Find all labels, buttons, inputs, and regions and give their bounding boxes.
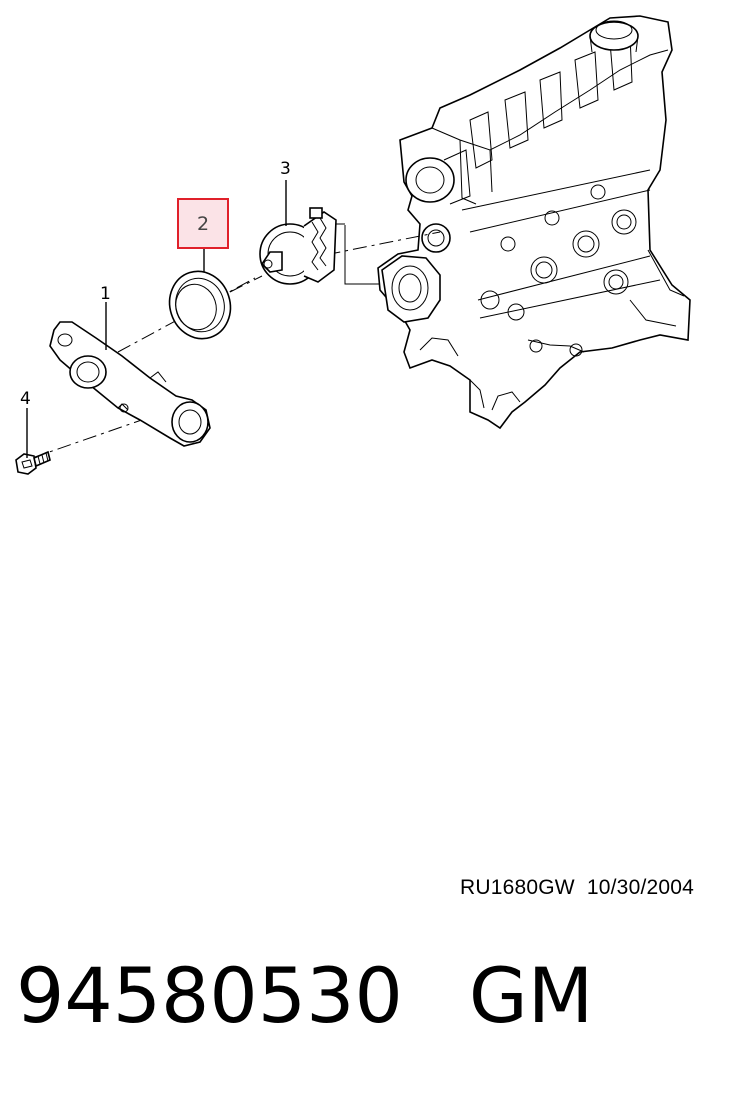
part-1-outlet-pipe[interactable] bbox=[49, 321, 211, 447]
brand-name: GM bbox=[468, 951, 594, 1040]
part-3-thermostat[interactable] bbox=[259, 207, 337, 285]
exploded-parts-diagram: 1 2 3 4 bbox=[15, 15, 691, 475]
callout-4[interactable]: 4 bbox=[20, 389, 31, 409]
part-2-seal-ring[interactable] bbox=[161, 263, 239, 346]
callout-1[interactable]: 1 bbox=[100, 284, 111, 304]
engine-block-illustration bbox=[377, 15, 691, 430]
callout-2[interactable]: 2 bbox=[197, 213, 209, 235]
callout-2-highlight-box bbox=[177, 198, 229, 249]
callout-3[interactable]: 3 bbox=[280, 159, 291, 179]
diagram-reference: RU1680GW 10/30/2004 bbox=[460, 876, 694, 900]
part-4-bolt[interactable] bbox=[15, 450, 51, 475]
housing-reference-line bbox=[344, 225, 380, 285]
reference-date: 10/30/2004 bbox=[586, 876, 694, 899]
reference-code: RU1680GW bbox=[460, 876, 575, 899]
part-number: 94580530 bbox=[16, 951, 403, 1040]
